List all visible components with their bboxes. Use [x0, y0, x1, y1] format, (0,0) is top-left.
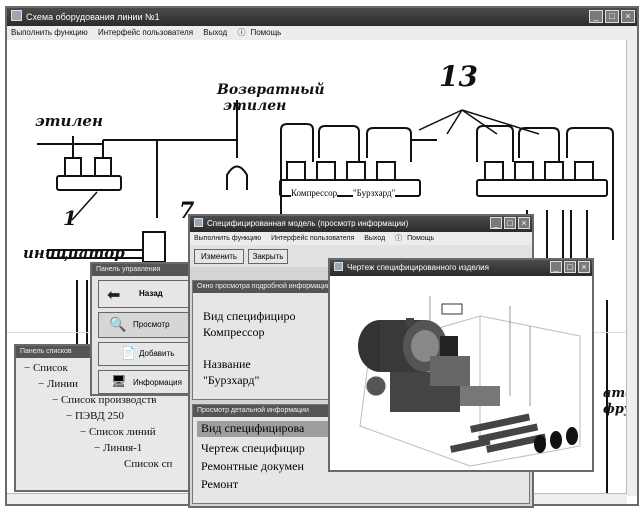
name-value: "Бурзхард" — [203, 373, 260, 387]
nav-window: Панель управления ⬅ Назад 🔍 Просмотр 📄 Д… — [90, 262, 196, 396]
process-diagram — [7, 100, 637, 500]
drawing-minimize-icon[interactable]: _ — [550, 261, 562, 273]
compressor-drawing — [358, 296, 581, 467]
drawing-app-icon — [334, 262, 343, 271]
help-icon[interactable]: ⓘ — [237, 28, 246, 37]
main-title: Схема оборудования линии №1 — [26, 12, 160, 22]
edit-button[interactable]: Изменить — [194, 249, 244, 264]
add-doc-icon: 📄 — [121, 346, 136, 360]
drawing-titlebar[interactable]: Чертеж специфицированного изделия _ □ × — [330, 260, 592, 276]
label-number-1: 1 — [63, 206, 77, 230]
tree-item-spec-list[interactable]: Список сп — [124, 458, 173, 470]
label-return-ethylene-1: Возвратный — [217, 82, 325, 98]
detail-item-drawing[interactable]: Чертеж специфицир — [201, 441, 305, 455]
minimize-icon[interactable]: _ — [589, 10, 603, 23]
spec-menu-execute[interactable]: Выполнить функцию — [194, 235, 262, 242]
menu-execute[interactable]: Выполнить функцию — [11, 28, 88, 37]
menu-exit[interactable]: Выход — [203, 28, 228, 37]
add-button[interactable]: 📄 Добавить — [98, 342, 190, 366]
type-label: Вид специфициро — [203, 309, 296, 323]
arrow-left-icon: ⬅ — [107, 287, 121, 304]
spec-help-icon[interactable]: ⓘ — [395, 235, 403, 242]
drawing-window: Чертеж специфицированного изделия _ □ × — [328, 258, 594, 472]
detail-item-repair-docs[interactable]: Ремонтные докумен — [201, 459, 304, 473]
spec-minimize-icon[interactable]: _ — [490, 217, 502, 229]
label-initiator: инициатор — [23, 244, 125, 262]
detail-item-spec-type[interactable]: Вид специфицирова — [197, 421, 331, 437]
spec-menu-user-interface[interactable]: Интерфейс пользователя — [271, 235, 355, 242]
type-value: Компрессор — [203, 325, 265, 339]
view-button[interactable]: 🔍 Просмотр — [98, 312, 190, 338]
magnifier-icon: 🔍 — [109, 316, 127, 332]
nav-titlebar[interactable]: Панель управления — [92, 264, 194, 276]
info-panel: Окно просмотра подробной информации Вид … — [192, 280, 330, 400]
main-titlebar[interactable]: Схема оборудования линии №1 _ □ × — [7, 8, 637, 26]
tree-item-list[interactable]: − Список — [24, 362, 68, 374]
info-button[interactable]: 🖥 Информация — [98, 370, 190, 394]
info-monitor-icon: 🖥 — [111, 374, 127, 388]
tree-item-production-list[interactable]: − Список производств — [52, 394, 157, 406]
drawing-close-icon[interactable]: × — [578, 261, 590, 273]
close-icon[interactable]: × — [621, 10, 635, 23]
tree-item-lines[interactable]: − Линии — [38, 378, 78, 390]
spec-menu-help[interactable]: Помощь — [407, 235, 435, 242]
spec-app-icon — [194, 218, 203, 227]
name-label: Название — [203, 357, 251, 371]
spec-menu-exit[interactable]: Выход — [364, 235, 386, 242]
spec-close-icon[interactable]: × — [518, 217, 530, 229]
tree-item-ldpe[interactable]: − ПЭВД 250 — [66, 410, 124, 422]
tree-item-line-1[interactable]: − Линия-1 — [94, 442, 143, 454]
tag-burzhard[interactable]: "Бурзхард" — [353, 188, 396, 198]
spec-menubar: Выполнить функцию Интерфейс пользователя… — [190, 232, 532, 245]
spec-titlebar[interactable]: Специфицированная модель (просмотр инфор… — [190, 216, 532, 232]
back-button[interactable]: ⬅ Назад — [98, 280, 190, 308]
tag-compressor[interactable]: Компрессор — [291, 188, 338, 198]
drawing-maximize-icon[interactable]: □ — [564, 261, 576, 273]
label-number-13: 13 — [439, 60, 478, 93]
label-ethylene: этилен — [35, 112, 103, 130]
maximize-icon[interactable]: □ — [605, 10, 619, 23]
close-button[interactable]: Закрыть — [248, 249, 288, 264]
app-icon — [11, 10, 22, 21]
info-panel-title: Окно просмотра подробной информации — [193, 281, 329, 293]
main-menubar: Выполнить функцию Интерфейс пользователя… — [7, 26, 637, 40]
label-return-ethylene-2: этилен — [223, 98, 287, 114]
menu-help[interactable]: Помощь — [250, 28, 282, 37]
vertical-scrollbar[interactable] — [626, 40, 637, 496]
tree-item-lines-list[interactable]: − Список линий — [80, 426, 156, 438]
menu-user-interface[interactable]: Интерфейс пользователя — [98, 28, 194, 37]
label-right-fragment-2: фру — [603, 402, 632, 417]
detail-item-repair[interactable]: Ремонт — [201, 477, 239, 491]
spec-maximize-icon[interactable]: □ — [504, 217, 516, 229]
